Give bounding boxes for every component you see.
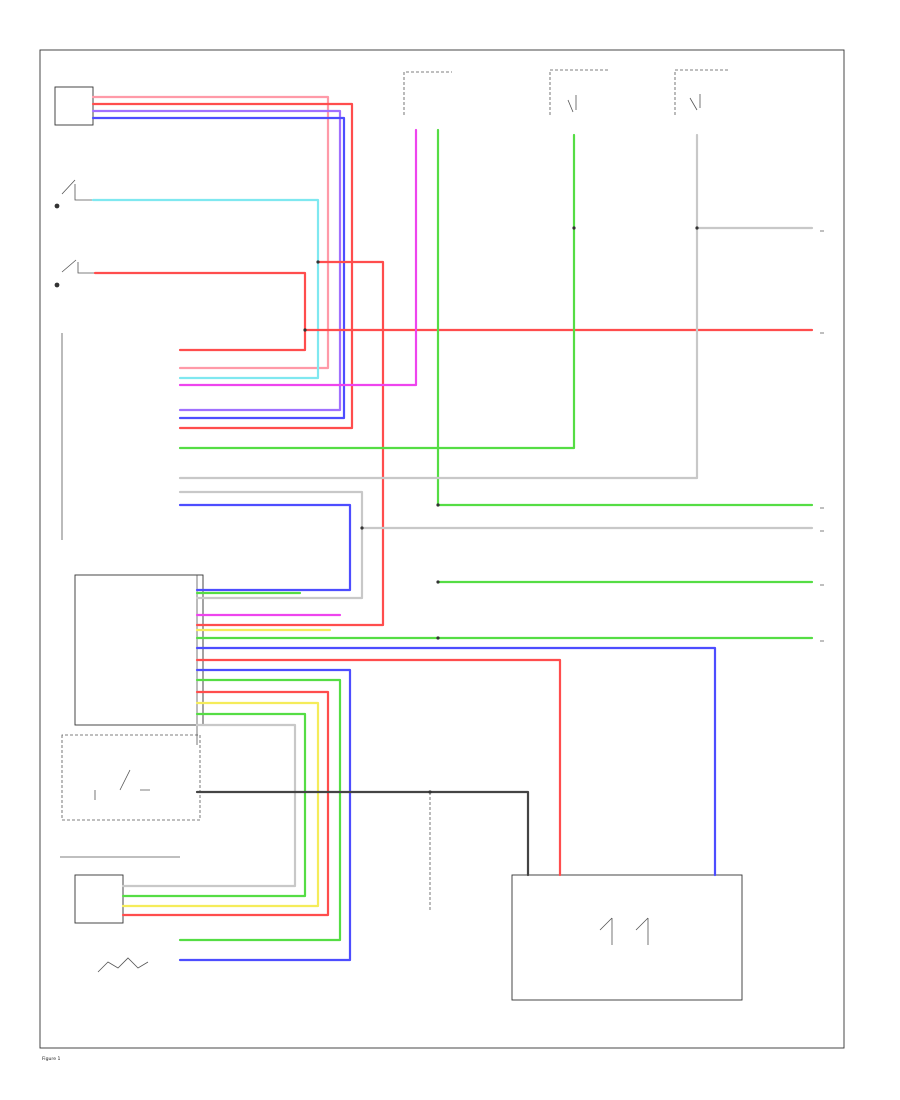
diagram-frame [39, 49, 845, 1049]
connector-dots [303, 226, 699, 794]
wire-gray-4 [121, 723, 297, 888]
wire-gray-1 [178, 133, 699, 480]
right-terminals [820, 230, 824, 642]
lower-switch-symbol [97, 957, 149, 973]
wire-blue-1 [91, 116, 346, 420]
wire-ltblu-1 [91, 198, 320, 380]
wire-black-ground [195, 790, 530, 877]
wire-green-2 [178, 133, 576, 450]
wire-green-6 [121, 712, 307, 898]
wire-red-1 [91, 102, 354, 430]
switch-symbol-left-1 [54, 179, 92, 209]
wire-gray-3 [178, 490, 364, 600]
left-component-box-top [54, 86, 94, 126]
lower-box [74, 874, 124, 924]
wire-violet-1 [91, 109, 342, 412]
sub-switch-outline [61, 734, 201, 821]
wire-pink-1 [91, 95, 330, 370]
top-unit-1-outline [403, 71, 452, 115]
sub-switch-symbol [94, 769, 150, 800]
top-unit-3-outline [674, 69, 730, 115]
top-unit-3-switch [689, 94, 701, 111]
wire-magenta-1 [178, 128, 418, 387]
assembly-switch-b [635, 917, 649, 945]
wire-red-2 [93, 271, 307, 352]
footer-label: Figure 1 [42, 1056, 60, 1062]
switch-symbol-left-2 [54, 259, 95, 288]
assembly-switch-a [599, 917, 613, 945]
wire-red-3 [195, 260, 385, 627]
control-module-box [74, 574, 204, 726]
bottom-right-assembly-box [511, 874, 743, 1001]
wire-blue-4 [178, 668, 352, 962]
top-unit-2-switch [567, 95, 577, 113]
wire-yellow-2 [121, 701, 320, 908]
wire-green-5 [178, 678, 342, 942]
wire-blue-3 [195, 646, 717, 877]
wire-red-5 [121, 690, 330, 917]
top-unit-2-outline [549, 69, 610, 115]
wire-red-4 [195, 658, 562, 877]
wire-blue-2 [178, 503, 352, 592]
